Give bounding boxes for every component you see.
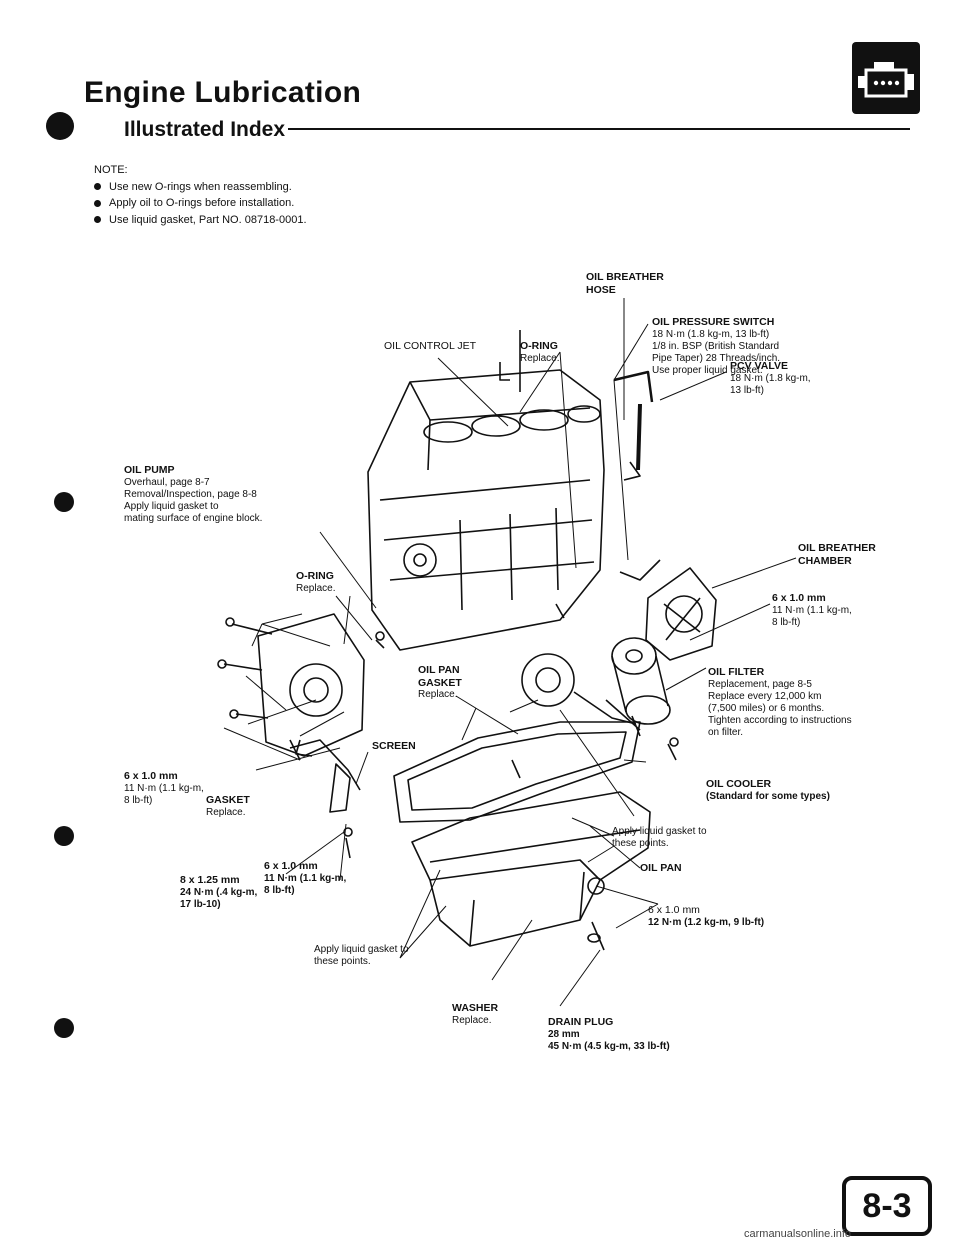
- binder-hole-mark: [54, 1018, 74, 1038]
- callout-apply-liquid-gasket-right: Apply liquid gasket to these points.: [612, 826, 707, 849]
- binder-hole-mark: [54, 492, 74, 512]
- callout-oil-pump: OIL PUMP Overhaul, page 8-7 Removal/Insp…: [124, 464, 263, 524]
- callout-bolt-center-6x1: 6 x 1.0 mm 11 N·m (1.1 kg-m, 8 lb-ft): [264, 860, 347, 896]
- oil-pump-drawing: [217, 613, 365, 761]
- leader-lines: [223, 298, 797, 1007]
- section-bullet: [46, 112, 74, 140]
- callout-gasket: GASKET Replace.: [206, 794, 250, 818]
- callout-bolt-left-6x1: 6 x 1.0 mm 11 N·m (1.1 kg-m, 8 lb-ft): [124, 770, 204, 806]
- engine-icon-graphic: [858, 62, 914, 98]
- callout-screen: SCREEN: [372, 740, 416, 752]
- note-bullet: [94, 216, 101, 224]
- callout-o-ring-top: O-RING Replace.: [520, 340, 560, 364]
- callout-oil-breather-chamber: OIL BREATHER CHAMBER: [798, 542, 876, 567]
- callout-drain-plug: DRAIN PLUG 28 mm 45 N·m (4.5 kg-m, 33 lb…: [548, 1016, 670, 1052]
- subtitle-rule: [288, 128, 910, 130]
- oil-screen-drawing: [289, 739, 361, 813]
- oil-filter-drawing: [611, 637, 671, 725]
- note-bullet: [94, 183, 101, 191]
- callout-oil-pan: OIL PAN: [640, 862, 682, 874]
- note-item: Use new O-rings when reassembling.: [94, 179, 307, 196]
- binder-hole-mark: [54, 826, 74, 846]
- callout-bolt-pan-6x1: 6 x 1.0 mm 12 N·m (1.2 kg-m, 9 lb-ft): [648, 904, 765, 928]
- callout-oil-breather-hose: OIL BREATHER HOSE: [586, 271, 664, 296]
- pcv-valve-drawing: [613, 370, 654, 481]
- callout-oil-pressure-switch: OIL PRESSURE SWITCH 18 N·m (1.8 kg-m, 13…: [652, 316, 781, 376]
- section-subtitle: Illustrated Index: [124, 118, 286, 141]
- note-heading: NOTE:: [94, 164, 128, 176]
- engine-section-icon: [852, 42, 920, 114]
- engine-block-drawing: [367, 330, 605, 651]
- oil-breather-chamber-drawing: [619, 559, 717, 661]
- callout-o-ring-mid: O-RING Replace.: [296, 570, 336, 594]
- page-number-badge: 8-3: [842, 1176, 932, 1236]
- note-block: NOTE: Use new O-rings when reassembling.…: [94, 162, 307, 228]
- callout-oil-control-jet: OIL CONTROL JET: [384, 340, 476, 352]
- callout-bolt-right-6x1: 6 x 1.0 mm 11 N·m (1.1 kg-m, 8 lb-ft): [772, 592, 852, 628]
- oil-pan-gasket-drawing: [393, 721, 641, 823]
- callout-oil-filter: OIL FILTER Replacement, page 8-5 Replace…: [708, 666, 852, 738]
- note-bullet: [94, 199, 101, 207]
- callout-pcv-valve: PCV VALVE 18 N·m (1.8 kg-m, 13 lb-ft): [730, 360, 811, 396]
- oil-pan-drawing: [411, 791, 651, 951]
- callout-washer: WASHER Replace.: [452, 1002, 499, 1026]
- page-number: 8-3: [862, 1186, 912, 1225]
- page-title: Engine Lubrication: [84, 76, 362, 109]
- callout-apply-liquid-gasket-bottom: Apply liquid gasket to these points.: [314, 944, 409, 967]
- callout-oil-cooler: OIL COOLER (Standard for some types): [706, 778, 830, 802]
- note-item: Use liquid gasket, Part NO. 08718-0001.: [94, 212, 307, 229]
- callout-bolt-8x125: 8 x 1.25 mm 24 N·m (.4 kg-m, 17 lb-10): [180, 874, 258, 910]
- watermark: carmanualsonline.info: [744, 1228, 852, 1240]
- callout-oil-pan-gasket: OIL PAN GASKET Replace.: [418, 664, 462, 700]
- note-item: Apply oil to O-rings before installation…: [94, 195, 307, 212]
